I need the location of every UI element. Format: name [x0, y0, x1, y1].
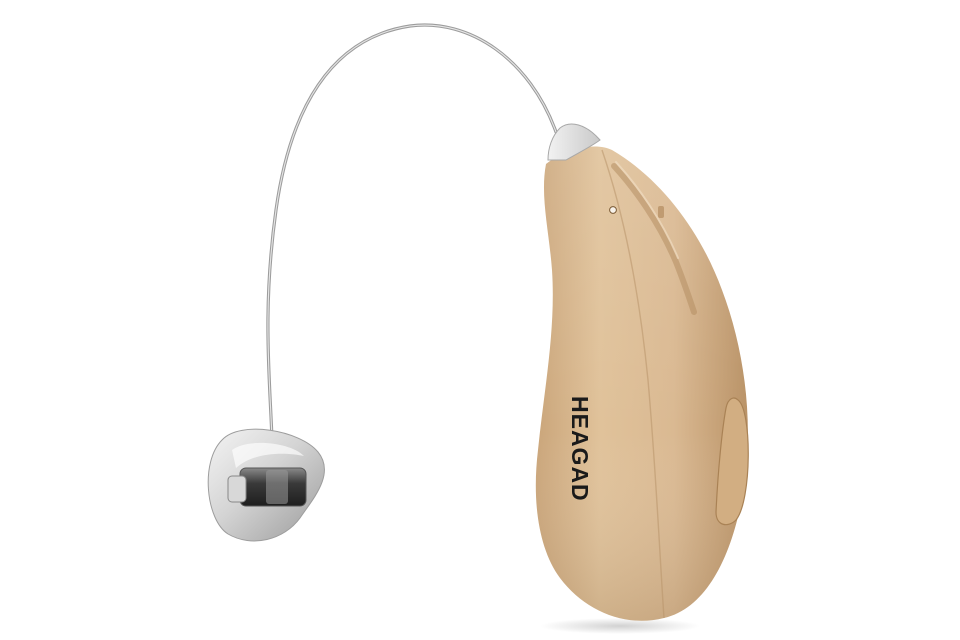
body-seam: [601, 149, 665, 619]
brand-wordmark: HEAGAD: [567, 396, 593, 502]
receiver-wire-highlight: [245, 24, 557, 497]
microphone-port: [609, 206, 617, 214]
ground-shadow: [540, 618, 700, 634]
earpiece: [207, 428, 325, 542]
program-button: [611, 163, 697, 315]
brand-logo: HEAGAD: [567, 396, 593, 502]
receiver-connector: [227, 475, 247, 503]
program-button-highlight: [615, 161, 679, 259]
wire-connector-tip: [547, 123, 601, 161]
receiver-wire: [244, 23, 558, 498]
receiver-unit-band: [266, 470, 288, 504]
body-shell-shade: [535, 146, 748, 621]
earpiece-dome-gloss: [232, 442, 304, 468]
hearing-aid-body: [535, 146, 749, 621]
volume-rocker: [715, 397, 749, 526]
battery-door-notch: [658, 206, 664, 218]
